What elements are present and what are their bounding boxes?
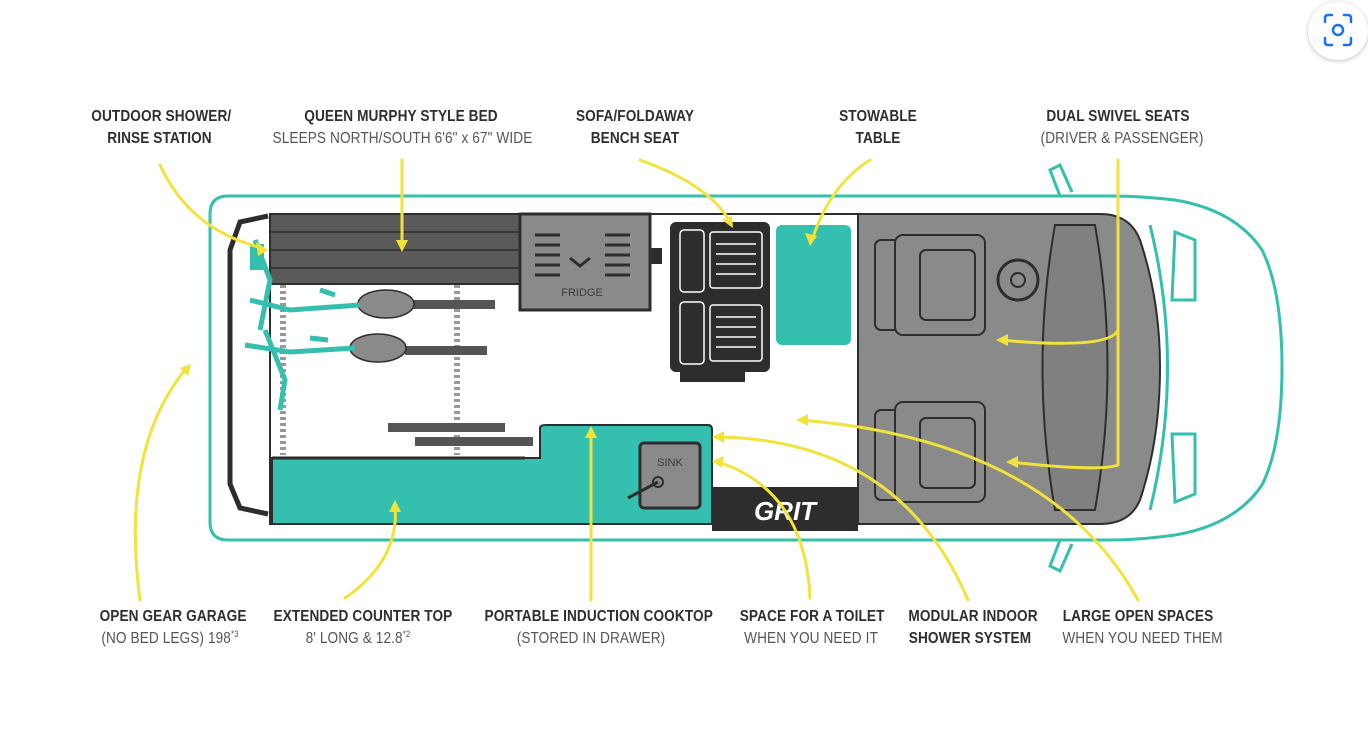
label-outdoor-shower-line1: OUTDOOR SHOWER/	[91, 108, 232, 125]
sink	[638, 441, 702, 510]
label-table-line1: STOWABLE	[839, 108, 917, 125]
label-shower-system-line1: MODULAR INDOOR	[908, 608, 1038, 625]
bike-saddle-1	[357, 289, 415, 319]
label-murphy-bed: QUEEN MURPHY STYLE BED SLEEPS NORTH/SOUT…	[272, 106, 533, 150]
label-swivel-line2: (DRIVER & PASSENGER)	[1040, 130, 1204, 147]
bikes	[244, 239, 361, 411]
label-cooktop-line2: (STORED IN DRAWER)	[516, 630, 666, 647]
van-body-outline	[208, 194, 1284, 542]
steering-wheel	[996, 258, 1040, 302]
label-outdoor-shower: OUTDOOR SHOWER/ RINSE STATION	[91, 106, 232, 150]
bike-saddle-2	[349, 333, 407, 363]
counter-top	[271, 424, 713, 525]
label-gear-garage: OPEN GEAR GARAGE (NO BED LEGS) 198*3	[99, 606, 247, 650]
steering-hub	[1010, 272, 1026, 288]
label-gear-garage-line1: OPEN GEAR GARAGE	[99, 608, 247, 625]
bike-rail-3	[388, 423, 505, 432]
label-toilet: SPACE FOR A TOILET WHEN YOU NEED IT	[739, 606, 885, 650]
sofa-bench	[670, 222, 770, 372]
label-cooktop-line1: PORTABLE INDUCTION COOKTOP	[484, 608, 713, 625]
bike-rail-1	[410, 300, 495, 309]
callout-arrows	[133, 158, 1140, 602]
label-gear-garage-line2: (NO BED LEGS) 198*3	[101, 628, 239, 647]
fridge-label: FRIDGE	[561, 287, 603, 299]
label-open-spaces: LARGE OPEN SPACES WHEN YOU NEED THEM	[1062, 606, 1223, 650]
dashboard	[1041, 224, 1109, 511]
label-counter: EXTENDED COUNTER TOP 8' LONG & 12.8*2	[273, 606, 453, 650]
bike-rail-4	[415, 437, 533, 446]
label-toilet-line1: SPACE FOR A TOILET	[739, 608, 885, 625]
label-outdoor-shower-line2: RINSE STATION	[107, 130, 212, 147]
label-counter-line2: 8' LONG & 12.8*2	[305, 628, 411, 647]
right-mirror	[1048, 539, 1074, 574]
label-shower-system: MODULAR INDOOR SHOWER SYSTEM	[908, 606, 1038, 650]
label-shower-system-line2: SHOWER SYSTEM	[908, 630, 1032, 647]
label-murphy-bed-line1: QUEEN MURPHY STYLE BED	[304, 108, 498, 125]
arrow-heads	[180, 216, 1018, 512]
visual-search-icon	[1323, 13, 1353, 47]
label-open-spaces-line2: WHEN YOU NEED THEM	[1062, 630, 1223, 647]
label-table: STOWABLE TABLE	[825, 106, 931, 150]
passenger-seat-cushion	[919, 417, 976, 489]
driver-seat	[894, 234, 986, 336]
label-counter-line1: EXTENDED COUNTER TOP	[273, 608, 453, 625]
label-open-spaces-line1: LARGE OPEN SPACES	[1062, 608, 1214, 625]
label-sofa: SOFA/FOLDAWAY BENCH SEAT	[569, 106, 701, 150]
murphy-bed	[269, 213, 529, 285]
label-table-line2: TABLE	[855, 130, 901, 147]
label-murphy-bed-line2: SLEEPS NORTH/SOUTH 6'6" x 67" WIDE	[272, 130, 533, 147]
label-toilet-line2: WHEN YOU NEED IT	[744, 630, 878, 647]
side-window-top	[1170, 229, 1197, 302]
side-window-bottom	[1170, 432, 1197, 505]
label-sofa-line2: BENCH SEAT	[590, 130, 680, 147]
rear-door-frame	[227, 213, 269, 517]
bike-rail-2	[405, 346, 487, 355]
label-swivel-line1: DUAL SWIVEL SEATS	[1046, 108, 1190, 125]
stowable-table	[776, 225, 851, 345]
windshield	[1148, 224, 1169, 511]
left-mirror	[1048, 162, 1074, 197]
label-sofa-line1: SOFA/FOLDAWAY	[575, 108, 695, 125]
label-swivel: DUAL SWIVEL SEATS (DRIVER & PASSENGER)	[1040, 106, 1204, 150]
visual-search-button[interactable]	[1308, 2, 1368, 60]
driver-seat-cushion	[919, 249, 976, 321]
sink-label: SINK	[657, 457, 683, 469]
label-cooktop: PORTABLE INDUCTION COOKTOP (STORED IN DR…	[484, 606, 713, 650]
passenger-seat	[894, 401, 986, 503]
